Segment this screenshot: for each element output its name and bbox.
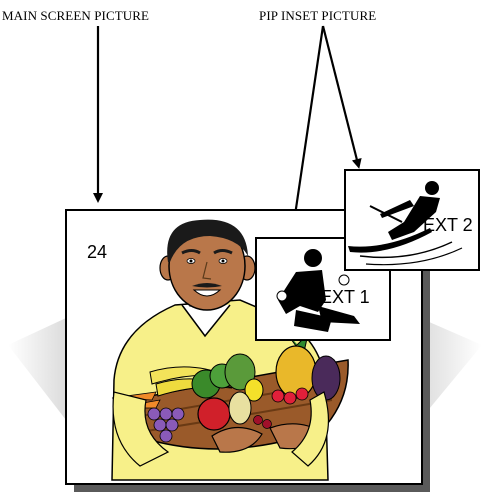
channel-number: 24 [87,242,107,262]
ext2-label: EXT 2 [423,215,473,235]
pip-arrow-ext2 [323,26,358,164]
ext1-label: EXT 1 [320,287,370,307]
pip-arrow-ext1 [294,26,323,222]
left-glow [8,318,66,420]
